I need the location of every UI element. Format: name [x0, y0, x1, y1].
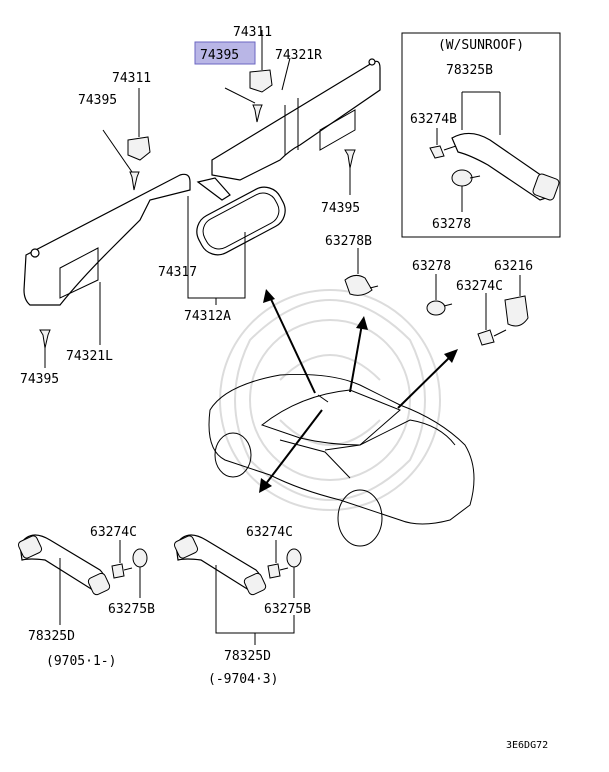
label-74395-highlight: 74395: [200, 48, 239, 63]
assist-grip-middle: [173, 534, 267, 596]
label-63278B: 63278B: [325, 234, 372, 249]
cap-63275B-left: [132, 548, 148, 568]
label-63275B-mid: 63275B: [264, 602, 311, 617]
sunroof-box-title: (W/SUNROOF): [438, 38, 524, 53]
screw-63274C-mid: [267, 563, 289, 579]
cap-63278-side: [426, 300, 453, 316]
label-74395-bottom: 74395: [20, 372, 59, 387]
label-63278-side: 63278: [412, 259, 451, 274]
leader-74321R: [281, 57, 291, 91]
label-63274C-mid: 63274C: [246, 525, 293, 540]
screw-74395-bottom: [39, 329, 51, 349]
screw-63274C-left: [111, 563, 133, 579]
screw-74395-top: [252, 104, 263, 123]
visor-clip-left: [127, 136, 151, 161]
hook-63278B: [344, 274, 379, 296]
label-9704: (-9704·3): [208, 672, 278, 687]
label-78325D-left: 78325D: [28, 629, 75, 644]
label-9705: (9705·1-): [46, 654, 116, 669]
sun-visor-left: [23, 173, 191, 306]
watermark-emblem: [219, 289, 441, 511]
label-74311-top: 74311: [233, 25, 272, 40]
assist-grip-sunroof: [451, 132, 560, 201]
sunroof-box: [401, 32, 561, 238]
screw-63274C-side: [477, 329, 507, 346]
leader-74395-top: [224, 87, 256, 104]
label-78325B: 78325B: [446, 63, 493, 78]
arrow-to-mirror: [263, 289, 316, 394]
label-63275B-left: 63275B: [108, 602, 155, 617]
rear-view-mirror: [196, 177, 286, 256]
screw-63274B: [429, 145, 457, 159]
label-74311-left: 74311: [112, 71, 151, 86]
label-63274B: 63274B: [410, 112, 457, 127]
label-74312A: 74312A: [184, 309, 231, 324]
bracket-63216: [504, 295, 529, 327]
cap-63278-box: [451, 169, 481, 187]
sun-visor-right: [211, 58, 381, 181]
label-74317: 74317: [158, 265, 197, 280]
label-63216: 63216: [494, 259, 533, 274]
label-74395-left: 74395: [78, 93, 117, 108]
cap-63275B-mid: [286, 548, 302, 568]
diagram-code: 3E6DG72: [506, 740, 548, 751]
label-74395-right: 74395: [321, 201, 360, 216]
visor-clip-top: [249, 69, 273, 93]
car-outline: [208, 373, 475, 547]
arrow-to-grips: [259, 409, 323, 493]
label-63274C-left: 63274C: [90, 525, 137, 540]
label-74321L: 74321L: [66, 349, 113, 364]
leader-74395-left: [102, 129, 133, 173]
label-63278-box: 63278: [432, 217, 471, 232]
label-63274C-side: 63274C: [456, 279, 503, 294]
screw-74395-left: [129, 171, 140, 191]
label-78325D-mid: 78325D: [224, 649, 271, 664]
bracket-78325B: [461, 91, 501, 135]
assist-grip-left: [17, 534, 111, 596]
highlight-box: [194, 41, 256, 65]
arrow-to-hook: [349, 316, 368, 393]
label-74321R: 74321R: [275, 48, 322, 63]
arrow-to-sunroof-grip: [397, 349, 458, 409]
car-mirror-mark: [317, 394, 329, 403]
screw-74395-right: [344, 149, 356, 169]
